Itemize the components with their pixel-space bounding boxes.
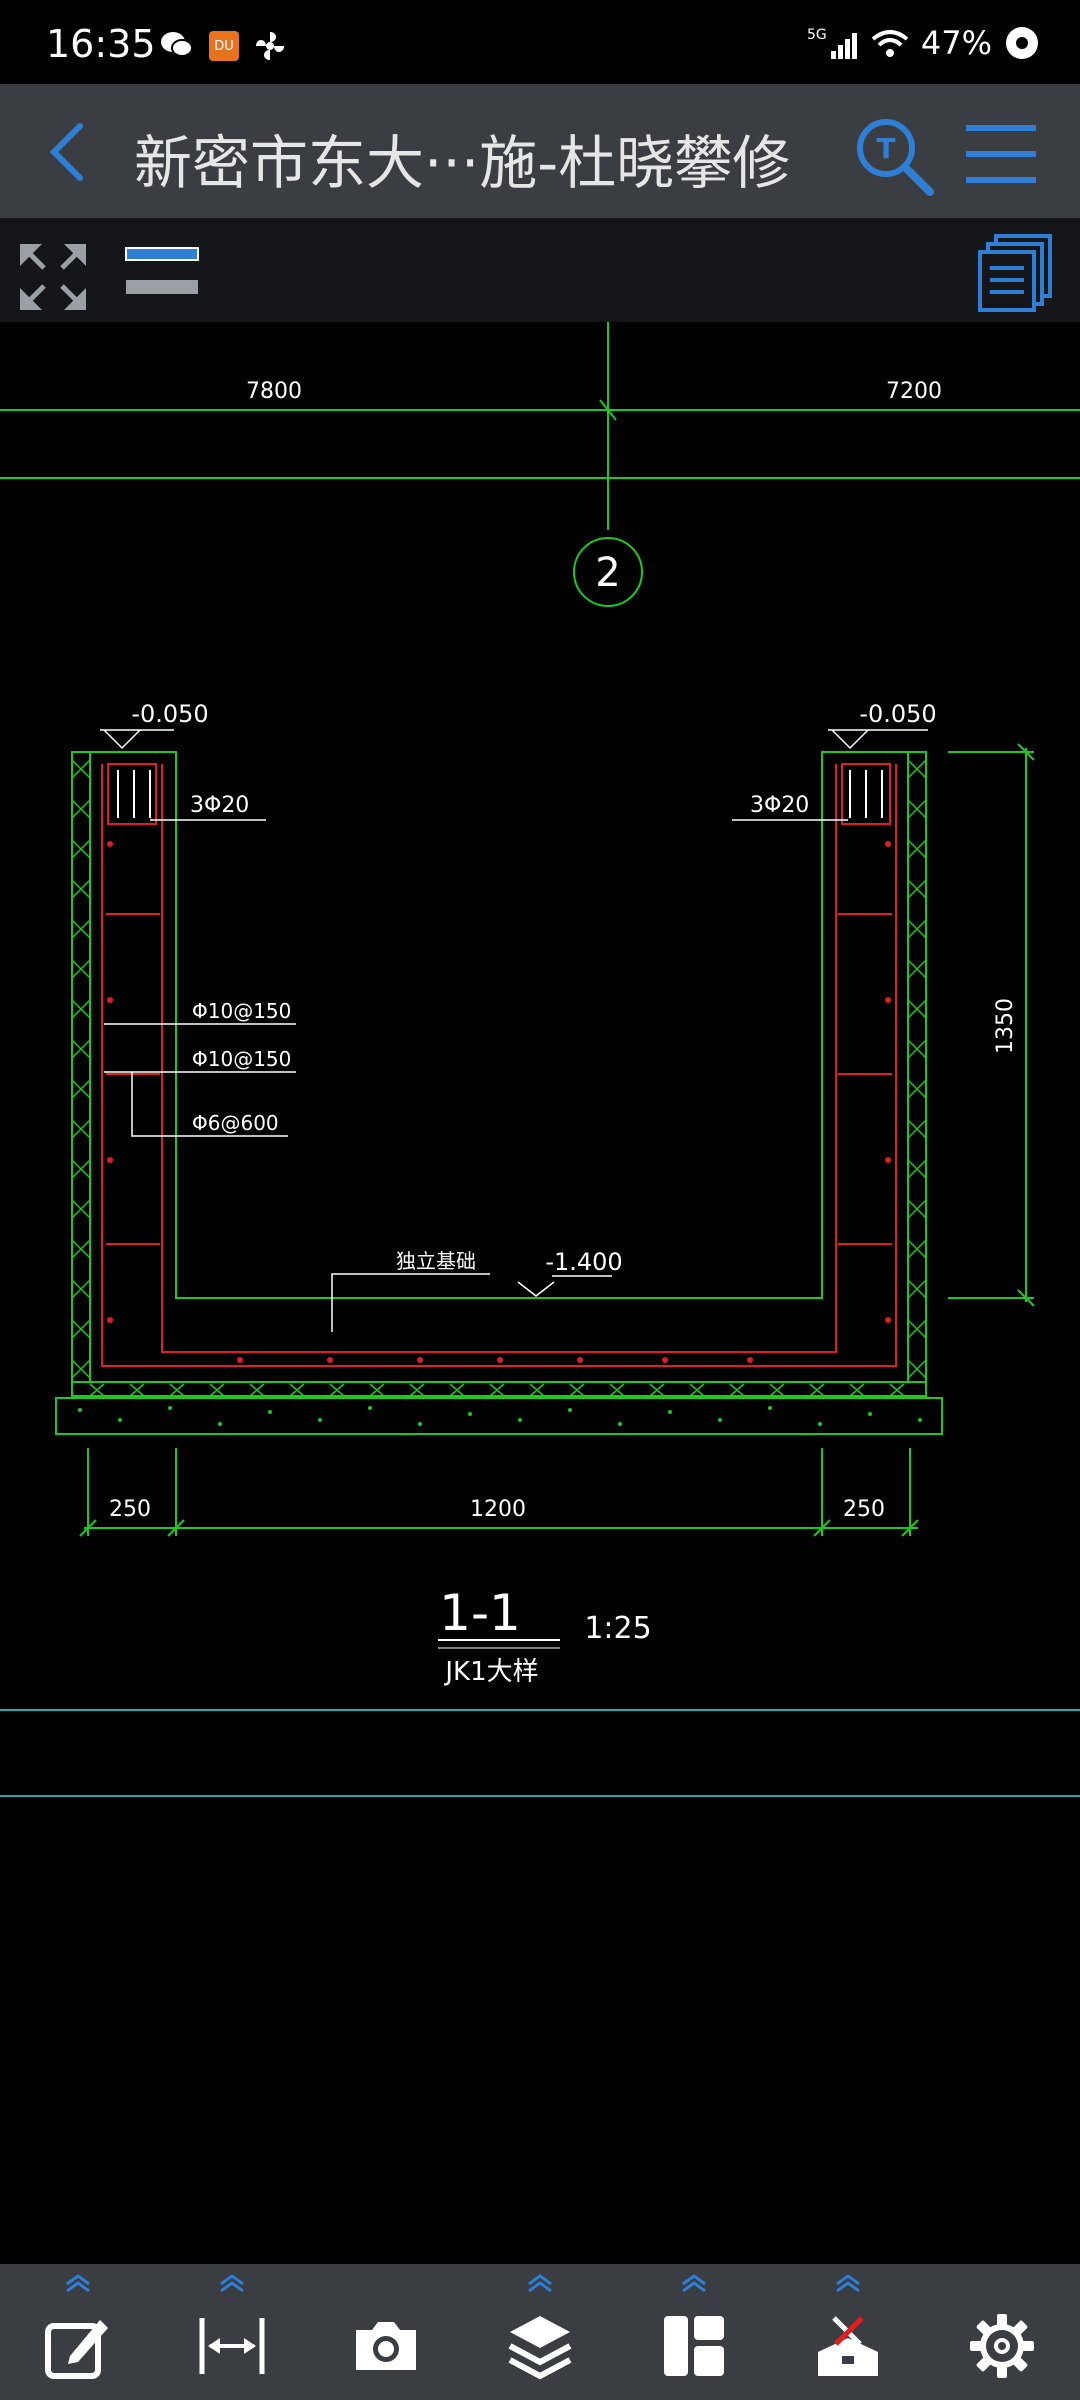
tie: Φ6@600: [192, 1111, 279, 1135]
section-1-1: -0.050 -0.050 3Φ20 3Φ20 Φ10@150 Φ10@150 …: [55, 700, 1035, 1687]
width-dim-right: 250: [843, 1497, 885, 1522]
tools-button[interactable]: [788, 2274, 908, 2390]
wifi-icon: [871, 30, 909, 57]
width-dim-left: 250: [109, 1497, 151, 1522]
battery-icon: [1006, 27, 1038, 59]
battery-percent: 47%: [920, 24, 992, 62]
measure-icon: [199, 2318, 265, 2374]
layers-button[interactable]: [480, 2274, 600, 2390]
camera-button[interactable]: [326, 2274, 446, 2390]
signal-icon: 5G: [807, 27, 857, 59]
dim-axis-right: 7200: [886, 379, 942, 404]
stirrup-2: Φ10@150: [192, 1047, 291, 1071]
drawing-canvas[interactable]: 2200 2200 7800 7200 2: [0, 218, 1080, 2264]
rebar-right: 3Φ20: [750, 793, 809, 818]
chevron-up-icon: [66, 2274, 90, 2292]
elev-left: -0.050: [131, 700, 208, 728]
chevron-up-icon: [220, 2274, 244, 2292]
chevron-up-icon: [836, 2274, 860, 2292]
status-time: 16:35: [46, 22, 156, 66]
annotate-button[interactable]: [18, 2274, 138, 2390]
foundation-label: 独立基础: [396, 1249, 476, 1273]
elev-right: -0.050: [859, 700, 936, 728]
edit-icon: [45, 2320, 108, 2379]
chevron-up-icon: [682, 2274, 706, 2292]
fan-app-icon: [256, 32, 284, 60]
title-bar: 新密市东大···施-杜晓攀修 T: [0, 84, 1080, 218]
dim-axis-left: 7800: [246, 379, 302, 404]
svg-text:DU: DU: [214, 39, 234, 54]
layout-button[interactable]: [634, 2274, 754, 2390]
menu-icon[interactable]: [964, 122, 1038, 186]
gear-icon: [970, 2314, 1034, 2378]
settings-button[interactable]: [942, 2274, 1062, 2390]
svg-text:T: T: [876, 132, 895, 165]
rebar-left: 3Φ20: [190, 793, 249, 818]
network-type: 5G: [807, 27, 827, 43]
layers-icon: [508, 2316, 572, 2380]
camera-icon: [356, 2322, 416, 2370]
drawing-title: 新密市东大···施-杜晓攀修: [134, 129, 791, 197]
status-app-icons: DU: [160, 30, 286, 62]
measure-button[interactable]: [172, 2274, 292, 2390]
wechat-icon: [161, 32, 193, 57]
axis-label: 2: [595, 550, 620, 596]
bottom-toolbar: [0, 2264, 1080, 2400]
status-right: 5G 47%: [807, 24, 1040, 62]
line-weight-icon[interactable]: [124, 244, 200, 300]
layout-icon: [664, 2316, 724, 2376]
toolbox-icon: [818, 2316, 878, 2376]
width-dim-middle: 1200: [470, 1497, 526, 1522]
section-title: 1-1: [439, 1584, 521, 1642]
back-icon[interactable]: [36, 120, 96, 184]
chevron-up-icon: [528, 2274, 552, 2292]
fullscreen-icon[interactable]: [16, 240, 90, 314]
layouts-icon[interactable]: [976, 232, 1054, 312]
section-scale: 1:25: [584, 1611, 651, 1646]
height-dim: 1350: [993, 998, 1018, 1054]
axis-bubble: 2: [573, 537, 643, 607]
frame-lines: [0, 1709, 1080, 1797]
status-bar: 16:35 DU 5G 47%: [0, 0, 1080, 84]
axis-dimension-line: [0, 399, 1080, 479]
view-toolstrip: [0, 218, 1080, 322]
section-subtitle: JK1大样: [443, 1657, 538, 1687]
stirrup-1: Φ10@150: [192, 999, 291, 1023]
text-search-icon[interactable]: T: [852, 114, 936, 198]
pdf-app-icon: DU: [209, 31, 239, 61]
elev-bottom: -1.400: [545, 1248, 622, 1276]
